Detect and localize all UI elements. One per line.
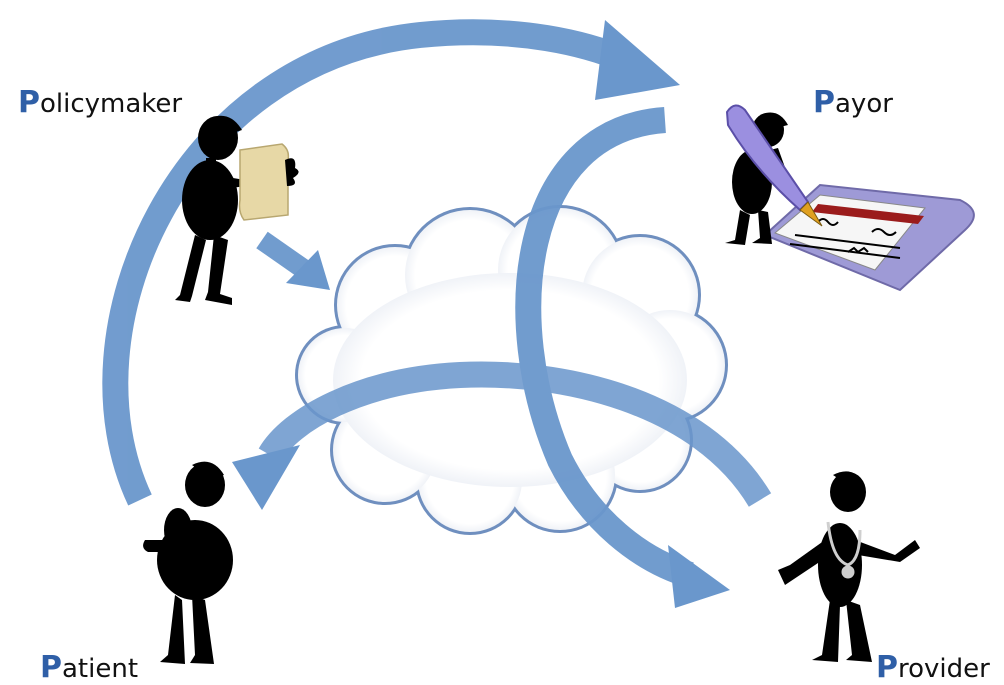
stethoscope-icon	[826, 521, 862, 579]
arrow-payor-to-provider	[515, 107, 694, 588]
policymaker-figure-icon	[175, 115, 246, 305]
arrow-head-payor	[595, 20, 680, 100]
provider-figure-icon	[778, 471, 920, 662]
policymaker-label: Policymaker	[18, 85, 182, 120]
arrow-head-provider	[668, 545, 730, 608]
arrow-head-patient	[232, 445, 300, 510]
policymaker-label-rest: olicymaker	[40, 89, 183, 119]
arrow-provider-to-patient	[258, 361, 772, 507]
patient-label: Patient	[40, 650, 138, 685]
arrow-patient-to-payor	[102, 19, 631, 506]
patient-figure-icon	[143, 461, 233, 664]
patient-label-rest: atient	[62, 654, 139, 684]
patient-label-initial: P	[40, 650, 62, 685]
provider-label-initial: P	[876, 650, 898, 685]
provider-label-rest: rovider	[898, 654, 990, 684]
document-icon	[238, 143, 299, 221]
arrow-head-cloud	[286, 250, 330, 290]
pen-icon	[725, 104, 823, 227]
payor-label-rest: ayor	[835, 89, 893, 119]
payor-label-initial: P	[813, 85, 835, 120]
arrow-policymaker-to-cloud	[256, 231, 311, 279]
policymaker-label-initial: P	[18, 85, 40, 120]
provider-label: Provider	[876, 650, 990, 685]
payor-label: Payor	[813, 85, 893, 120]
